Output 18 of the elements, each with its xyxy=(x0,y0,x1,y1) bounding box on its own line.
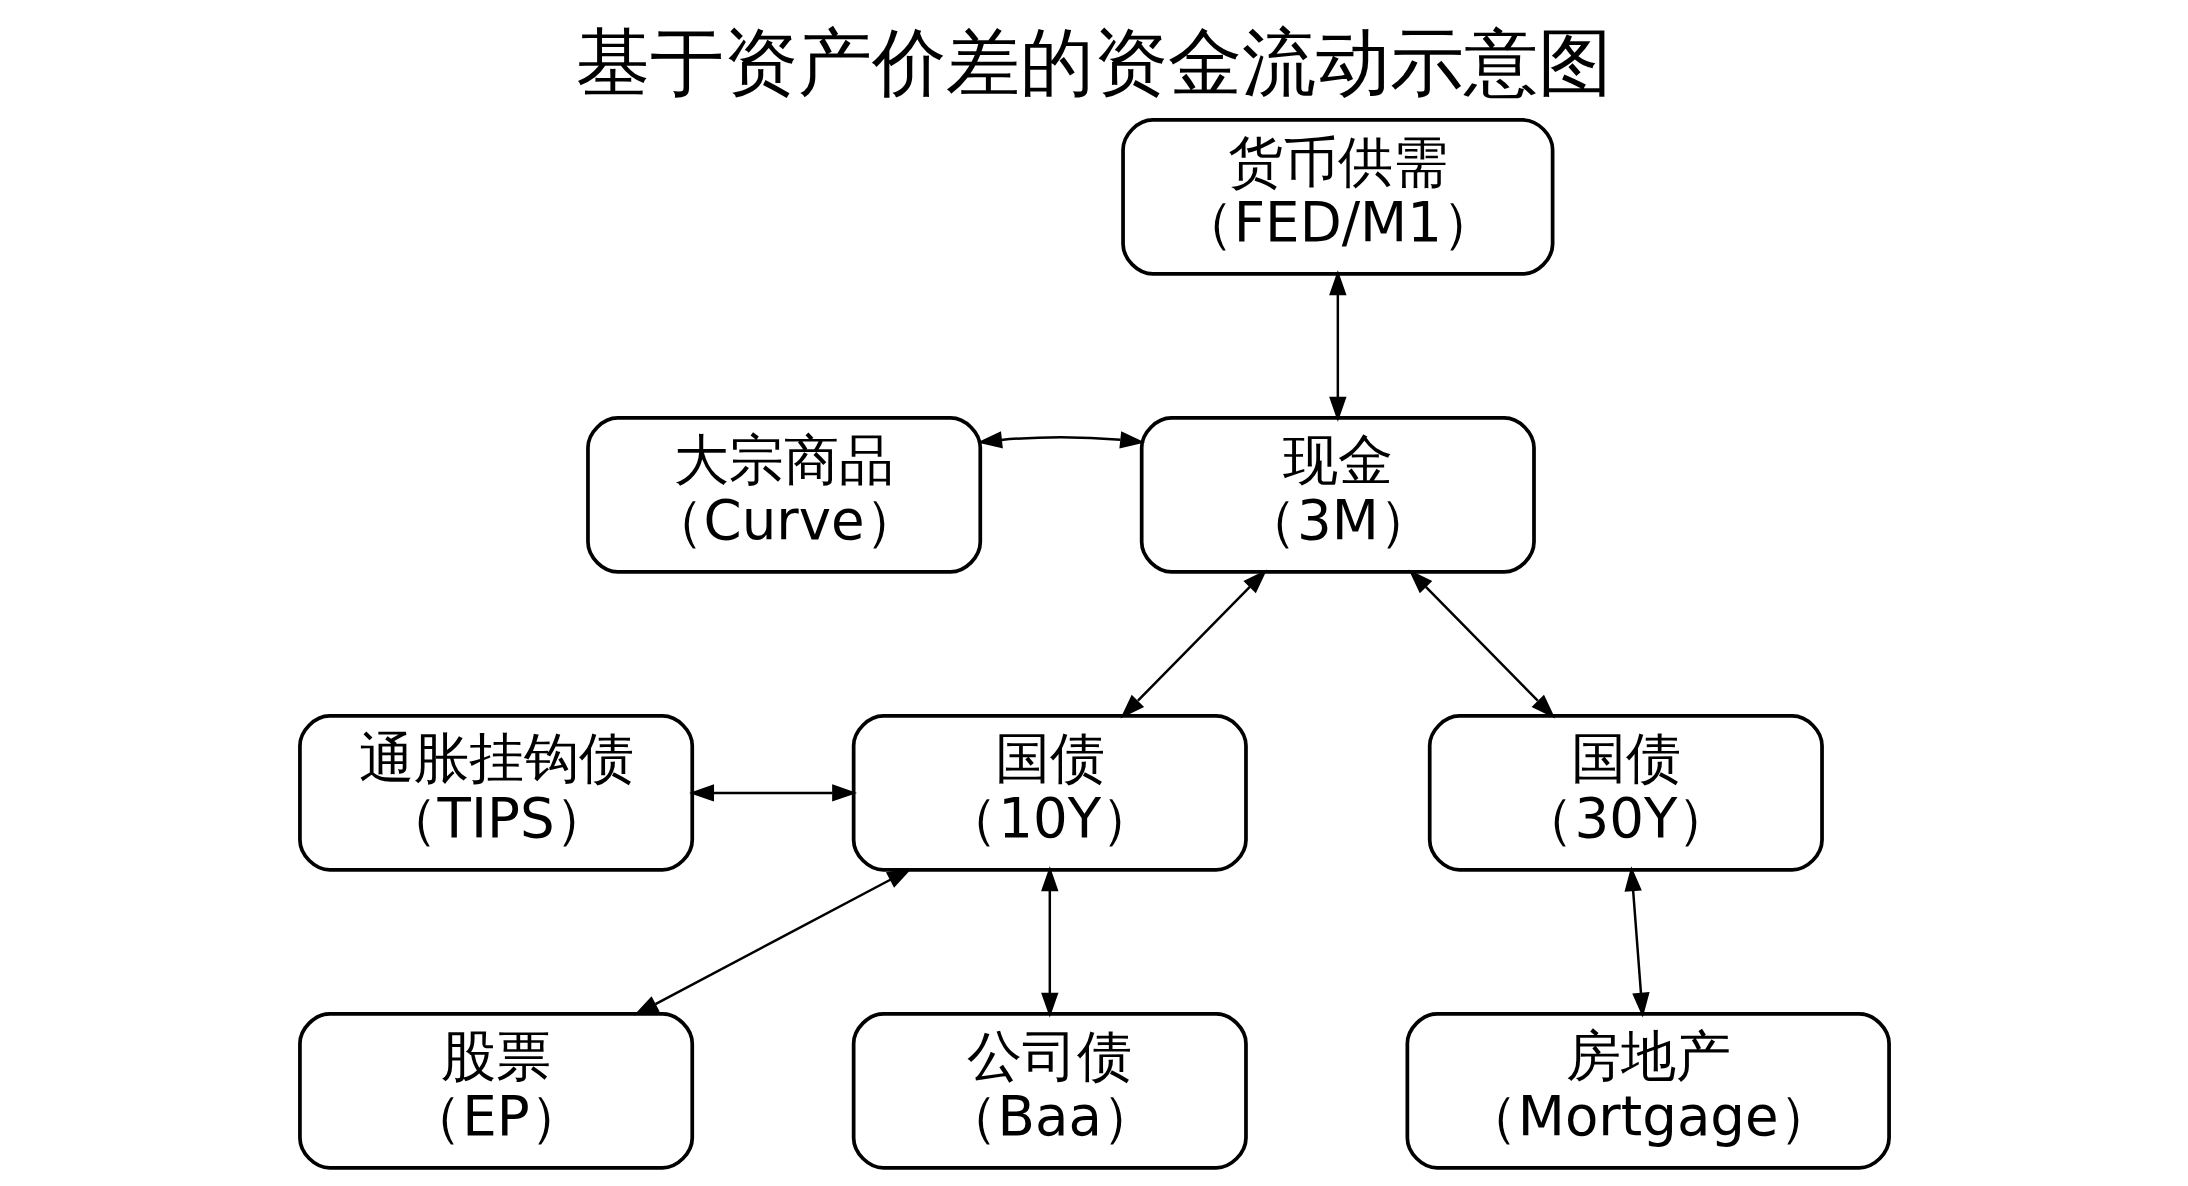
node-box: 房地产 （Mortgage） xyxy=(1405,1012,1891,1170)
arrow xyxy=(976,431,1145,449)
arrow xyxy=(633,868,912,1016)
node-box: 国债 （10Y） xyxy=(851,714,1248,872)
node-box: 通胀挂钩债 （TIPS） xyxy=(297,714,694,872)
node-box: 现金 （3M） xyxy=(1139,416,1536,574)
arrow xyxy=(1119,569,1267,719)
node-box: 股票 （EP） xyxy=(297,1012,694,1170)
node-box: 国债 （30Y） xyxy=(1427,714,1824,872)
arrow xyxy=(688,784,857,802)
node-box: 大宗商品 （Curve） xyxy=(585,416,982,574)
node-box: 公司债 （Baa） xyxy=(851,1012,1248,1170)
diagram-title: 基于资产价差的资金流动示意图 xyxy=(576,18,1612,106)
arrow xyxy=(1408,569,1555,719)
arrow xyxy=(1328,270,1347,422)
node-box: 货币供需 （FED/M1） xyxy=(1120,118,1554,276)
arrow xyxy=(1624,866,1650,1018)
arrow xyxy=(1040,866,1058,1018)
